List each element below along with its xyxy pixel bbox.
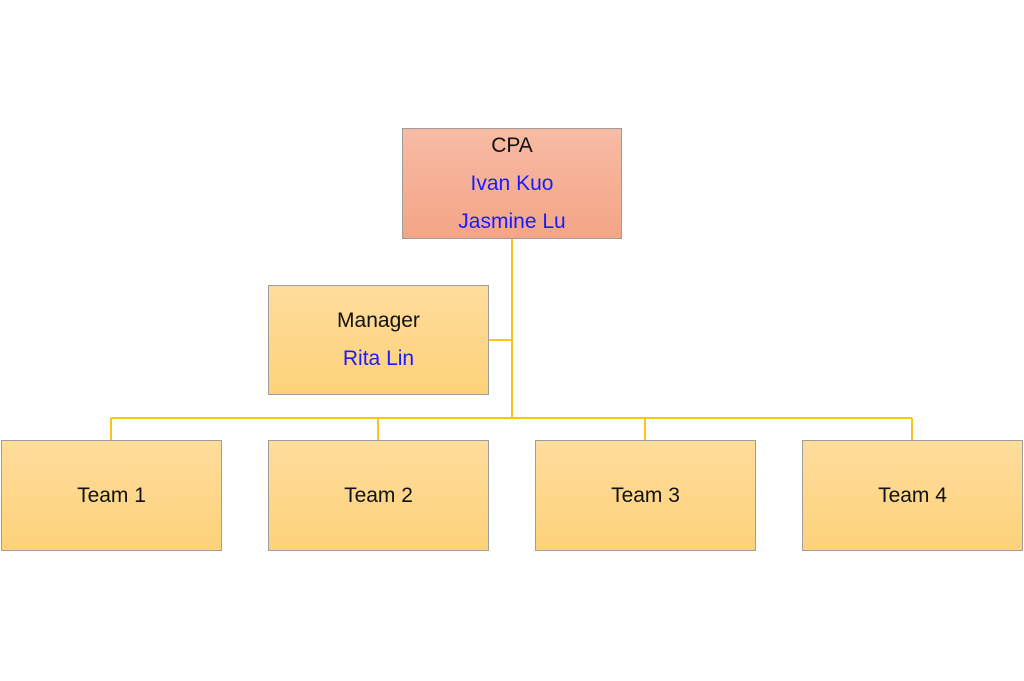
org-node-team-2: Team 2	[268, 440, 489, 551]
team-label: Team 3	[611, 483, 680, 507]
node-role-cpa: CPA	[491, 133, 533, 157]
team-label: Team 2	[344, 483, 413, 507]
org-node-manager: Manager Rita Lin	[268, 285, 489, 395]
team-label: Team 4	[878, 483, 947, 507]
node-person-ivan-kuo: Ivan Kuo	[470, 171, 554, 195]
node-person-rita-lin: Rita Lin	[342, 347, 415, 370]
node-person-jasmine-lu: Jasmine Lu	[458, 209, 566, 233]
org-node-team-4: Team 4	[802, 440, 1023, 551]
org-node-cpa: CPA Ivan Kuo Jasmine Lu	[402, 128, 622, 239]
org-node-team-3: Team 3	[535, 440, 756, 551]
node-role-manager: Manager	[337, 309, 420, 332]
team-label: Team 1	[77, 483, 146, 507]
org-node-team-1: Team 1	[1, 440, 222, 551]
